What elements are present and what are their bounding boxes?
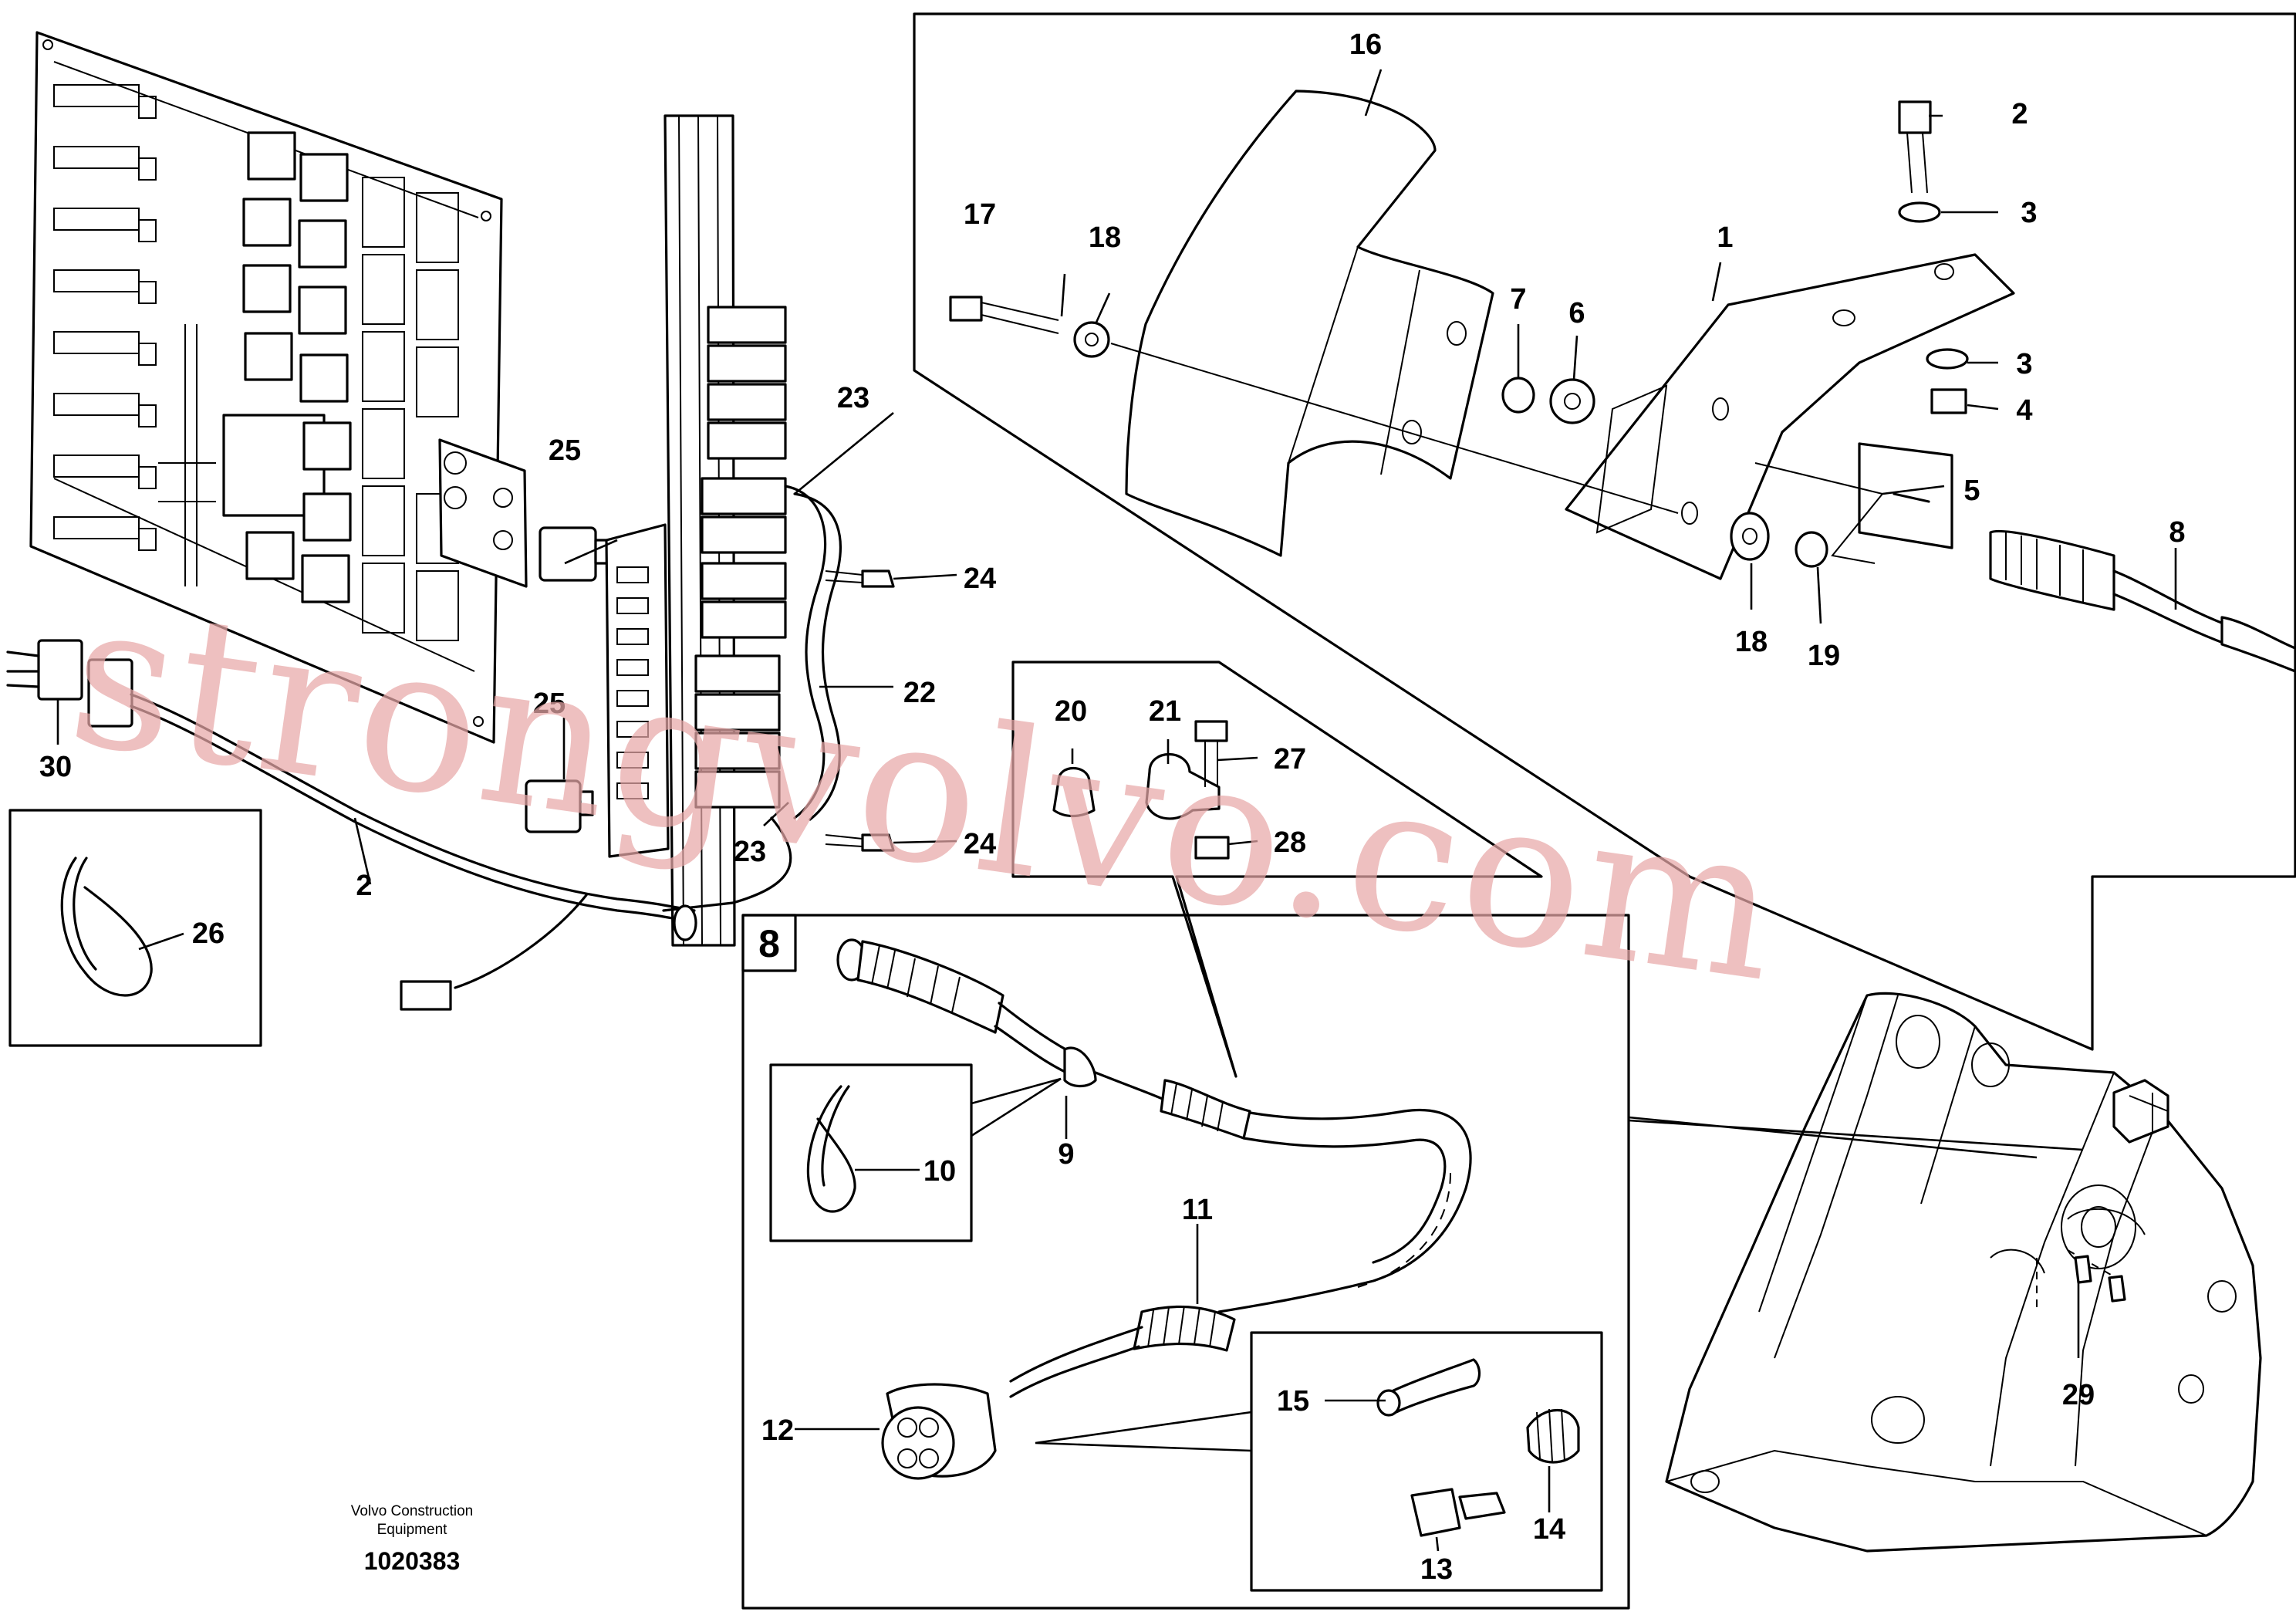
callout-7: 7 <box>1510 283 1526 316</box>
callout-2-harness: 2 <box>356 870 372 902</box>
cable-assembly-8 <box>836 938 1472 1480</box>
callout-labels: 1 2 3 3 4 5 6 7 8 9 10 11 12 13 14 15 16… <box>39 29 2186 1586</box>
detail-frame-bracket <box>913 12 2296 1051</box>
guard-plate-16 <box>1125 90 1494 557</box>
watermark-text: strongvolvo.com <box>58 557 1794 1027</box>
callout-8: 8 <box>2169 516 2185 549</box>
loader-frame <box>1665 992 2262 1553</box>
proximity-sensor-8 <box>1989 529 2296 673</box>
callout-29: 29 <box>2062 1379 2095 1411</box>
callout-19: 19 <box>1808 640 1840 672</box>
relay-blocks <box>662 306 842 912</box>
assembly-axis-lines <box>1110 343 1884 564</box>
bracket-1 <box>1565 253 2015 580</box>
hardware-bolts-washers <box>949 100 1969 568</box>
leader-to-loader <box>1628 1116 2084 1159</box>
sensor-plate-5 <box>1858 442 1953 549</box>
connector-25-upper <box>539 526 609 582</box>
footer: Volvo Construction Equipment 1020383 <box>351 1503 473 1575</box>
screws-24 <box>825 569 895 852</box>
callout-4: 4 <box>2016 394 2032 427</box>
callout-25-bottom: 25 <box>533 688 566 720</box>
callout-21: 21 <box>1149 695 1181 728</box>
callout-16: 16 <box>1349 29 1382 61</box>
callout-24-top: 24 <box>964 563 996 595</box>
callout-15: 15 <box>1277 1385 1309 1418</box>
section-label-8: 8 <box>741 914 797 972</box>
callout-22: 22 <box>903 677 936 709</box>
callout-5: 5 <box>1963 475 1980 507</box>
callout-1: 1 <box>1717 221 1733 254</box>
footer-company-line1: Volvo Construction <box>351 1503 473 1519</box>
callout-9: 9 <box>1058 1138 1074 1171</box>
clips-detail <box>1052 720 1230 860</box>
callout-26: 26 <box>192 917 225 950</box>
callout-3-top: 3 <box>2021 197 2037 229</box>
section-number: 8 <box>758 922 780 965</box>
circuit-board <box>29 31 528 744</box>
cable-tie-10 <box>806 1085 856 1213</box>
callout-14: 14 <box>1533 1513 1565 1546</box>
callout-18-top: 18 <box>1089 221 1121 254</box>
callout-3-mid: 3 <box>2016 348 2032 380</box>
callout-23-top: 23 <box>837 382 869 414</box>
detail-frame-8 <box>741 914 1630 1610</box>
callout-28: 28 <box>1274 826 1306 859</box>
callout-leaders <box>56 69 2177 1552</box>
terminals-13-14-15 <box>1376 1358 1580 1537</box>
callout-12: 12 <box>761 1414 794 1447</box>
callout-25-top: 25 <box>549 434 581 467</box>
drawing-number: 1020383 <box>364 1547 461 1575</box>
connector-25-lower <box>525 779 594 833</box>
callout-24-bottom: 24 <box>964 828 996 860</box>
callout-27: 27 <box>1274 743 1306 776</box>
detail-frame-10 <box>769 1063 1062 1242</box>
callout-11: 11 <box>1182 1194 1213 1226</box>
callout-17: 17 <box>964 198 996 231</box>
callout-2: 2 <box>2011 98 2028 130</box>
callout-13: 13 <box>1420 1553 1453 1586</box>
callout-18-bottom: 18 <box>1735 626 1768 658</box>
callout-20: 20 <box>1055 695 1087 728</box>
watermark: strongvolvo.com <box>58 557 1794 1027</box>
detail-frame-13-15 <box>1035 1331 1603 1592</box>
callout-10: 10 <box>923 1155 956 1188</box>
footer-company-line2: Equipment <box>377 1522 448 1538</box>
callout-6: 6 <box>1568 297 1585 329</box>
detail-frame-26 <box>8 809 262 1047</box>
cable-tie-26 <box>60 857 153 997</box>
callout-30: 30 <box>39 751 72 783</box>
wire-harness <box>6 639 697 1011</box>
callout-23-bottom: 23 <box>734 836 766 868</box>
detail-frame-clips <box>1011 661 1543 1078</box>
